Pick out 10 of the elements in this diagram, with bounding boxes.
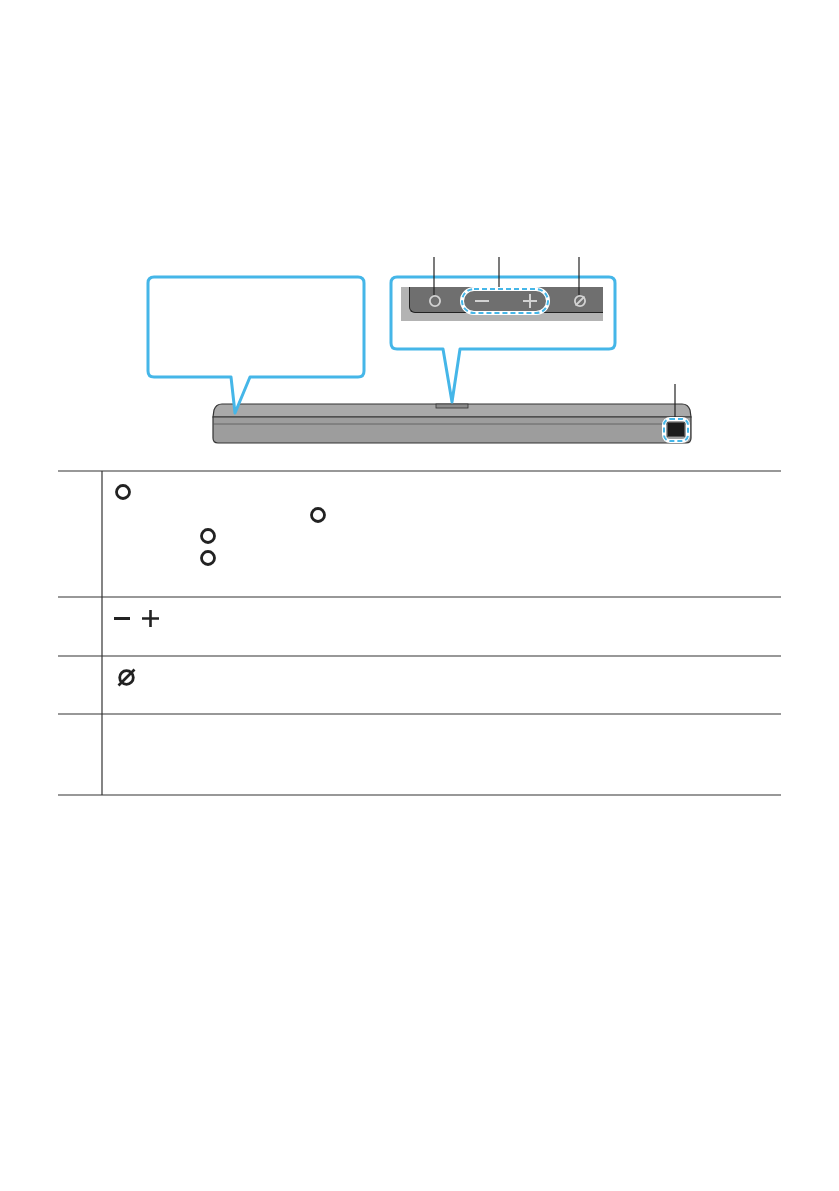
leader-line xyxy=(433,256,435,296)
dashed-highlight-frame xyxy=(460,287,550,315)
callout-bubble xyxy=(389,275,617,404)
dashed-highlight-frame xyxy=(662,417,690,443)
slashed-circle-icon xyxy=(574,295,586,307)
leader-line xyxy=(498,256,500,288)
ring-icon xyxy=(429,295,441,307)
leader-line xyxy=(578,256,580,296)
callout-bubble xyxy=(146,275,366,415)
leader-line xyxy=(674,383,676,418)
